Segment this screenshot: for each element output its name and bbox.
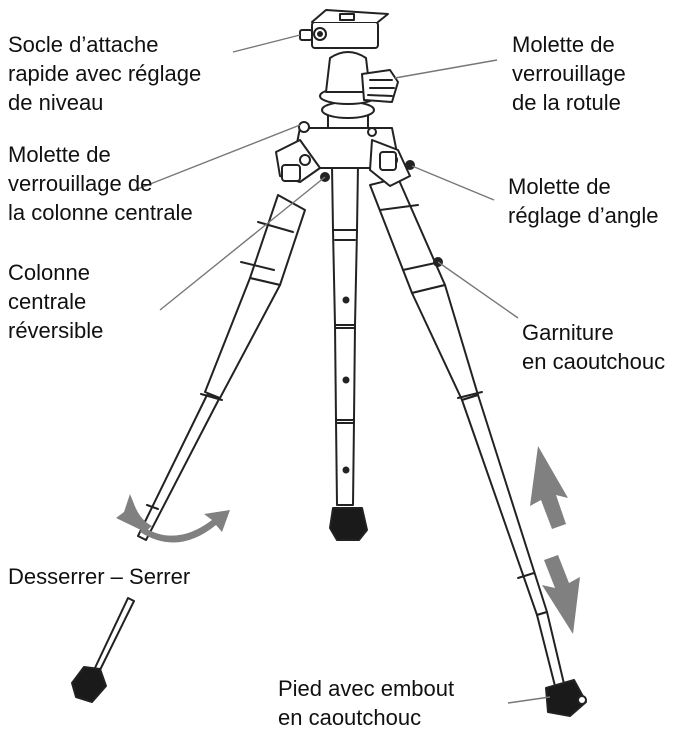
label-socle: Socle d’attache rapide avec réglage de n…	[8, 30, 201, 117]
label-garniture-line2: en caoutchouc	[522, 349, 666, 374]
leader-socle	[232, 34, 301, 53]
leader-molette-colonne	[134, 124, 301, 191]
rotate-left-arrow	[116, 494, 152, 532]
label-colonne-reversible-line3: réversible	[8, 318, 104, 343]
label-colonne-reversible-line1: Colonne	[8, 260, 90, 285]
label-socle-line2: rapide avec réglage	[8, 61, 202, 86]
rotate-right-arrow	[140, 510, 230, 543]
label-pied-line2: en caoutchouc	[278, 705, 422, 730]
label-molette-angle-line2: réglage d’angle	[508, 203, 659, 228]
leader-garniture	[437, 261, 519, 319]
label-molette-angle-line1: Molette de	[508, 174, 611, 199]
label-molette-rotule: Molette de verrouillage de la rotule	[512, 30, 626, 117]
retract-arrow	[542, 555, 580, 634]
rotation-arrows	[116, 494, 230, 543]
label-pied: Pied avec embout en caoutchouc	[278, 674, 454, 732]
label-desserrer-serrer-text: Desserrer – Serrer	[8, 564, 191, 589]
label-socle-line1: Socle d’attache	[8, 32, 159, 57]
leader-molette-angle	[411, 165, 495, 201]
label-colonne-reversible-line2: centrale	[8, 289, 87, 314]
label-molette-colonne-line1: Molette de	[8, 142, 111, 167]
leader-molette-rotule	[394, 59, 498, 79]
left-leg	[71, 194, 306, 703]
right-leg	[369, 177, 587, 717]
label-colonne-reversible: Colonne centrale réversible	[8, 258, 103, 345]
label-pied-line1: Pied avec embout	[278, 676, 455, 701]
label-molette-rotule-line3: de la rotule	[512, 90, 621, 115]
label-molette-rotule-line1: Molette de	[512, 32, 615, 57]
label-molette-angle: Molette de réglage d’angle	[508, 172, 658, 230]
label-molette-colonne-line2: verrouillage de	[8, 171, 153, 196]
ball-head	[299, 9, 399, 129]
leader-pied	[507, 696, 551, 704]
extend-arrow	[530, 446, 568, 529]
height-arrows	[530, 446, 580, 634]
label-molette-colonne-line3: la colonne centrale	[8, 200, 193, 225]
leader-colonne-reversible	[159, 176, 326, 311]
spider-hub	[275, 121, 415, 187]
label-socle-line3: de niveau	[8, 90, 104, 115]
label-garniture: Garniture en caoutchouc	[522, 318, 665, 376]
label-desserrer-serrer: Desserrer – Serrer	[8, 562, 190, 591]
center-column	[329, 164, 368, 541]
leader-lines	[134, 34, 551, 704]
label-garniture-line1: Garniture	[522, 320, 614, 345]
label-molette-rotule-line2: verrouillage	[512, 61, 626, 86]
label-molette-colonne: Molette de verrouillage de la colonne ce…	[8, 140, 193, 227]
